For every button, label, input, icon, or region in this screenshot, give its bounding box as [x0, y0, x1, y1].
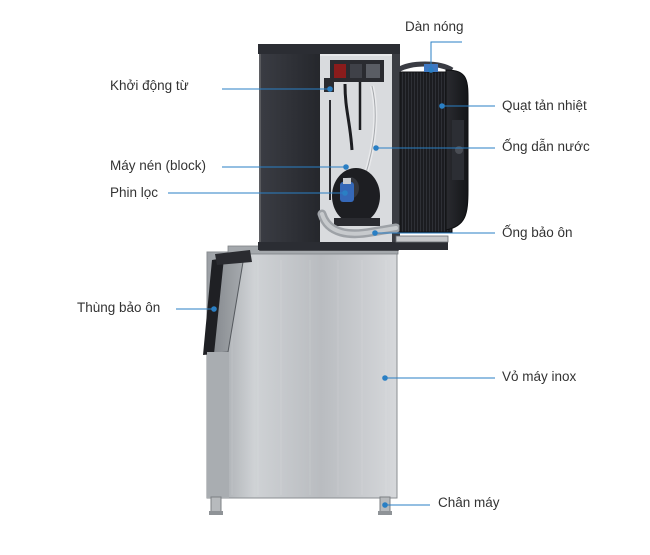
label-ong-dan-nuoc: Ống dẫn nước: [502, 139, 590, 154]
callout-dot-vo-may-inox: [382, 375, 388, 381]
ice-maker-head: [258, 44, 469, 251]
label-vo-may-inox: Vỏ máy inox: [502, 369, 577, 384]
callouts: [168, 41, 495, 506]
storage-bin: [203, 245, 399, 515]
callout-dot-khoi-dong-tu: [327, 86, 333, 92]
label-phin-loc: Phin lọc: [110, 185, 159, 200]
callout-line-dan-nong: [430, 41, 462, 70]
callout-dot-dan-nong: [428, 67, 434, 73]
label-may-nen: Máy nén (block): [110, 158, 207, 173]
callout-dot-thung-bao-on: [211, 306, 217, 312]
callout-dot-chan-may: [382, 502, 388, 508]
label-chan-may: Chân máy: [438, 495, 500, 510]
callout-dot-ong-bao-on: [372, 230, 378, 236]
callout-dot-phin-loc: [342, 190, 348, 196]
label-khoi-dong-tu: Khởi động từ: [110, 78, 189, 93]
callout-dot-ong-dan-nuoc: [373, 145, 379, 151]
callout-dots: [211, 67, 445, 508]
callout-dot-quat-tan-nhiet: [439, 103, 445, 109]
label-ong-bao-on: Ống bảo ôn: [502, 225, 573, 240]
callout-dot-may-nen: [343, 164, 349, 170]
label-dan-nong: Dàn nóng: [405, 19, 464, 34]
label-quat-tan-nhiet: Quạt tản nhiệt: [502, 98, 587, 113]
label-thung-bao-on: Thùng bảo ôn: [77, 300, 161, 315]
